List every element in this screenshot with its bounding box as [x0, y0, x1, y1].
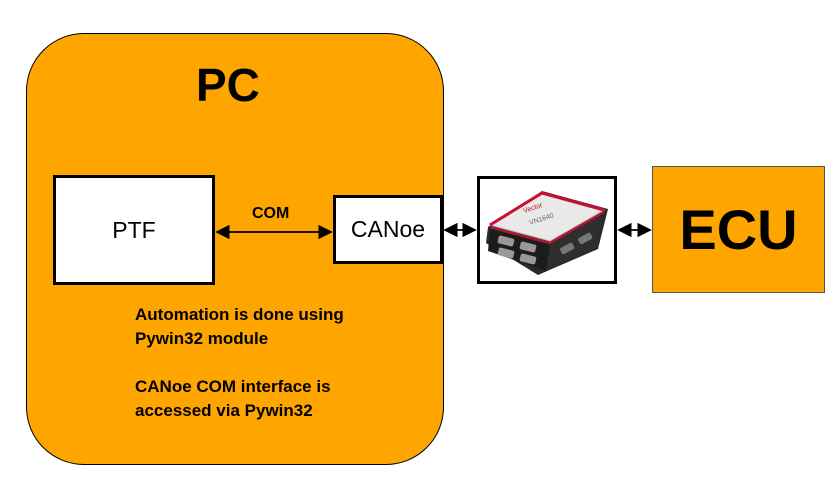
- canoe-box: CANoe: [333, 195, 443, 264]
- ptf-box: PTF: [53, 175, 215, 285]
- note-automation: Automation is done using Pywin32 module: [135, 303, 344, 351]
- ecu-box: ECU: [652, 166, 825, 293]
- note-com-interface: CANoe COM interface is accessed via Pywi…: [135, 375, 331, 423]
- com-label: COM: [252, 205, 290, 222]
- ptf-label: PTF: [112, 216, 156, 243]
- pc-title: PC: [196, 59, 260, 111]
- ecu-label: ECU: [679, 198, 798, 261]
- note-line-2: Pywin32 module: [135, 329, 269, 348]
- can-interface-device-box: Vector VN1640: [477, 176, 617, 284]
- note-line-3: CANoe COM interface is: [135, 377, 331, 396]
- canoe-label: CANoe: [350, 216, 426, 242]
- note-line-4: accessed via Pywin32: [135, 401, 313, 420]
- note-line-1: Automation is done using: [135, 305, 344, 324]
- vector-can-interface-icon: Vector VN1640: [486, 191, 608, 275]
